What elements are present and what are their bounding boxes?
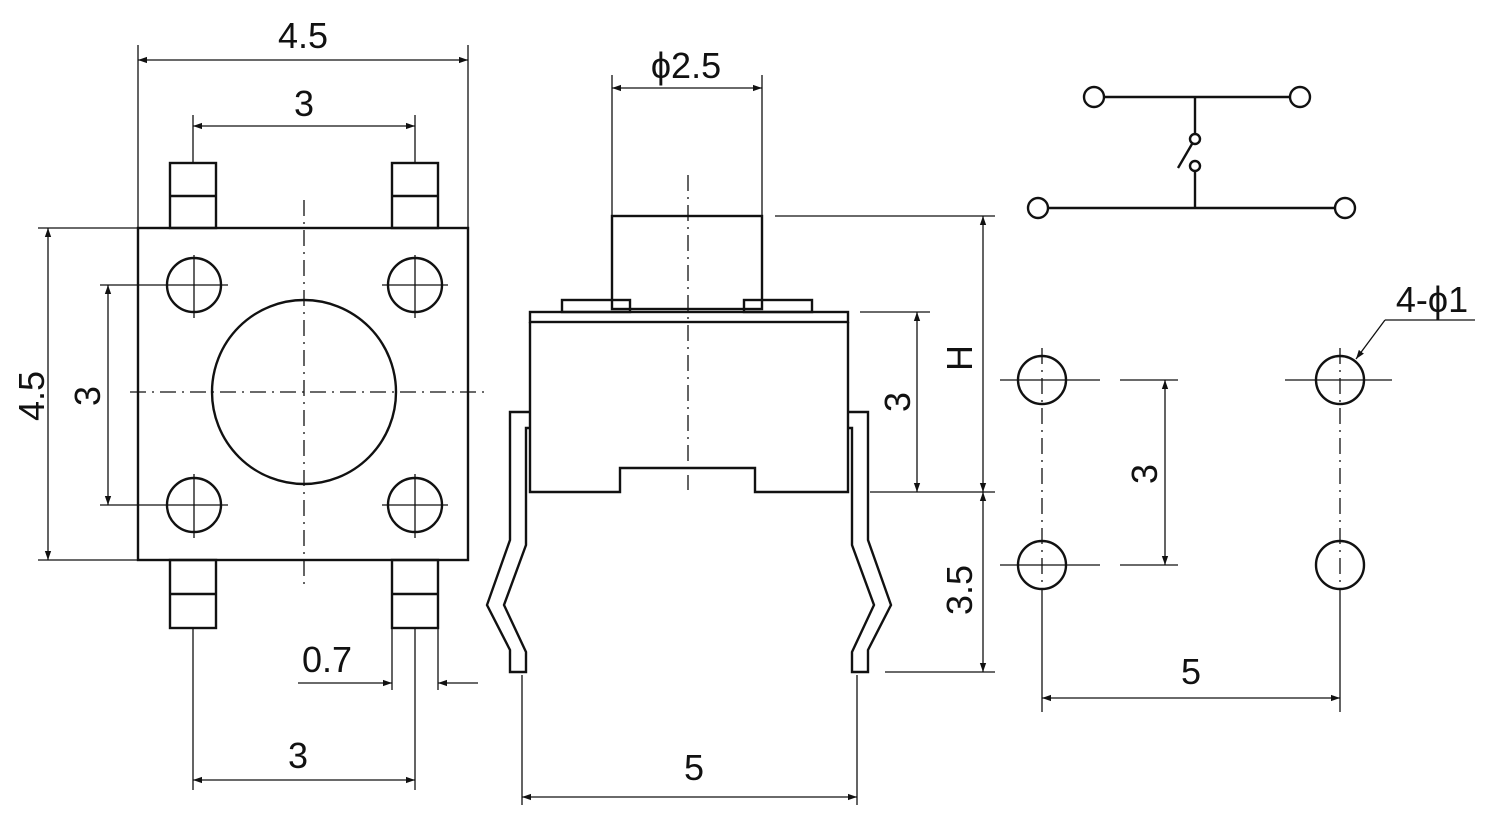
- lead-span-dim: 5: [684, 747, 704, 788]
- overall-height-dim: H: [939, 345, 980, 371]
- bent-leads: [485, 410, 893, 674]
- side-view: ϕ2.5 H 3 3.5 5: [485, 45, 995, 805]
- side-dimension-lines: [522, 84, 987, 801]
- plunger: [610, 214, 764, 311]
- bottom-pin-pitch-dim: 3: [288, 735, 308, 776]
- body-height-dim: 3: [877, 392, 918, 412]
- top-view: 4.5 3 4.5 3 0.7 3: [11, 15, 490, 790]
- pcb-horizontal-pitch-dim: 5: [1181, 651, 1201, 692]
- lead-length-dim: 3.5: [939, 565, 980, 615]
- dimension-lines: [44, 56, 478, 784]
- centerlines: [100, 200, 490, 585]
- pin-width-dim: 0.7: [302, 639, 352, 680]
- extension-lines: [38, 45, 469, 790]
- hole-spec-label: 4-ϕ1: [1396, 279, 1468, 320]
- top-height-dim: 4.5: [11, 371, 52, 421]
- top-hole-pitch-dim: 3: [67, 386, 108, 406]
- pcb-vertical-pitch-dim: 3: [1124, 464, 1165, 484]
- side-extension-lines: [521, 75, 995, 805]
- plunger-diameter-dim: ϕ2.5: [651, 45, 721, 86]
- switch-schematic: [1026, 85, 1357, 220]
- top-pin-pitch-dim: 3: [294, 83, 314, 124]
- pcb-footprint: 4-ϕ1 3 5: [1000, 279, 1475, 712]
- switch-body-outline: [136, 226, 470, 562]
- top-width-dim: 4.5: [278, 15, 328, 56]
- side-body-outline: [528, 322, 850, 494]
